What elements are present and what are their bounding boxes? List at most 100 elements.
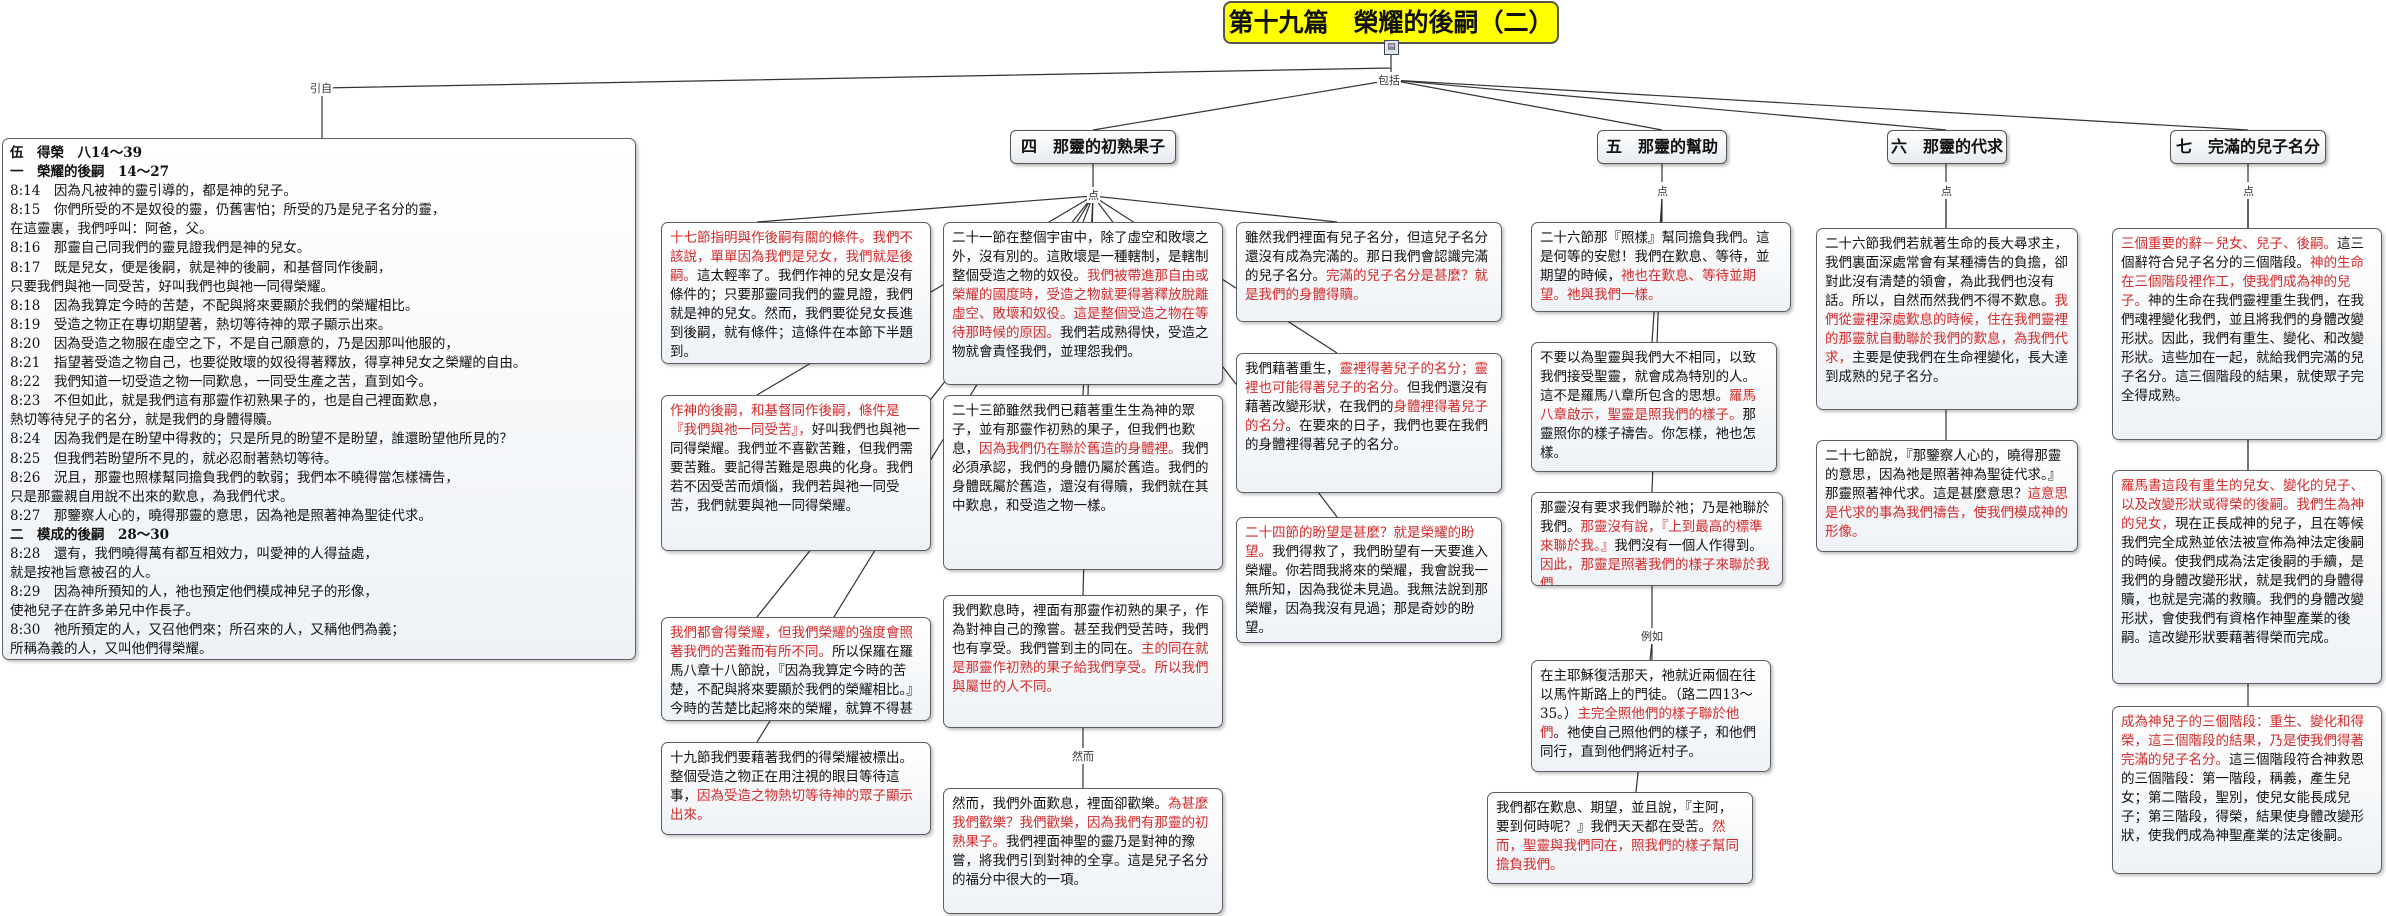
note-text: 神的生命在我們靈裡重生我們，在我們魂裡變化我們，並且將我們的身體改變形狀。因此，… [2121,293,2364,404]
note-text: 二十六節那『照樣』幫同擔負我們。這是何等的安慰！我們在歎息、等待，並期望的時候， [1540,230,1770,284]
note-text: 我們都在歎息、期望，並且說，『主阿，要到何時呢？』我們天天都在受苦。 [1496,800,1733,835]
note-text: 好叫我們也與祂一同得榮耀。我們並不喜歡苦難，但我們需要苦難。要記得苦難是恩典的化… [670,422,920,514]
note-text: 作神的後嗣，和基督同作後嗣，條件是『我們與祂一同受苦』， [670,403,900,438]
note-box-12: 二十六節那『照樣』幫同擔負我們。這是何等的安慰！我們在歎息、等待，並期望的時候，… [1531,222,1791,312]
note-text: 那靈沒有要求我們聯於祂；乃是祂聯於我們。 [1540,500,1770,535]
heading-full-sonship: 七 完滿的兒子名分 [2170,130,2326,164]
note-text: 二十四節的盼望是甚麼？就是榮耀的盼望。 [1245,525,1475,560]
note-box-10: 我們藉著重生，靈裡得著兒子的名分；靈裡也可能得著兒子的名分。但我們還沒有藉著改變… [1236,353,1502,493]
note-text: 這太輕率了。我們作神的兒女是沒有條件的；只要那靈同我們的靈見證，我們就是神的兒女… [670,268,913,360]
note-box-9: 雖然我們裡面有兒子名分，但這兒子名分還沒有成為完滿的。那日我們會認識完滿的兒子名… [1236,222,1502,322]
note-text: 那靈照你的樣子禱告。你怎樣，祂也怎樣。 [1540,407,1756,461]
scripture-line: 8:16 那靈自己同我們的靈見證我們是神的兒女。 [10,240,311,257]
note-text: 三個重要的辭－兒女、兒子、後嗣。 [2121,236,2337,252]
note-text: 雖然我們裡面有兒子名分，但這兒子名分還沒有成為完滿的。那日我們會認識完滿的兒子名… [1245,230,1488,284]
note-text: 。在要來的日子，我們也要在我們的身體裡得著兒子的名分。 [1245,418,1488,453]
note-icon: ▤ [1384,40,1399,55]
label-however: 然而 [1071,748,1095,764]
note-text: 羅馬八章啟示，聖靈是照我們的樣子。 [1540,388,1756,423]
note-text: 然而，我們外面歎息，裡面卻歡樂。 [952,796,1168,812]
scripture-line: 8:17 既是兒女，便是後嗣，就是神的後嗣，和基督同作後嗣， [10,259,392,276]
note-text: 神的生命在三個階段裡作工，使我們成為神的兒子。 [2121,255,2364,309]
note-box-20: 羅馬書這段有重生的兒女、變化的兒子、以及改變形狀或得榮的後嗣。我們生為神的兒女，… [2112,470,2382,684]
note-text: 十九節我們要藉著我們的得榮耀被標出。整個受造之物正在用注視的眼目等待這事， [670,750,913,804]
note-box-14: 那靈沒有要求我們聯於祂；乃是祂聯於我們。那靈沒有說，『上到最高的標準來聯於我。』… [1531,492,1783,586]
note-text: 我們歎息時，裡面有那靈作初熟的果子，作為對神自己的豫嘗。甚至我們受苦時，我們也有… [952,603,1209,657]
scripture-line: 8:24 因為我們是在盼望中得救的；只是所見的盼望不是盼望，誰還盼望他所見的？ [10,431,513,448]
note-text: 。祂使自己照他們的樣子，和他們同行，直到他們將近村子。 [1540,725,1756,760]
note-text: 成為神兒子的三個階段：重生、變化和得榮，這三個階段的結果，乃是使我們得著完滿的兒… [2121,714,2364,768]
note-text: 因此，那靈是照著我們的樣子來聯於我們。 [1540,557,1770,586]
note-box-1: 十七節指明與作後嗣有關的條件。我們不該說，單單因為我們是兒女，我們就是後嗣。這太… [661,222,931,364]
note-box-13: 不要以為聖靈與我們大不相同，以致我們接受聖靈，就會成為特別的人。這不是羅馬八章所… [1531,342,1777,472]
heading-help: 五 那靈的幫助 [1597,130,1727,164]
label-point-h6: 点 [1940,183,1953,199]
note-box-4: 十九節我們要藉著我們的得榮耀被標出。整個受造之物正在用注視的眼目等待這事，因為受… [661,742,931,835]
scripture-line: 8:29 因為神所預知的人，祂也預定他們模成神兒子的形像， [10,584,378,601]
note-box-8: 然而，我們外面歎息，裡面卻歡樂。為甚麼我們歡樂？我們歡樂，因為我們有那靈的初熟果… [943,788,1223,914]
scripture-line: 8:20 因為受造之物服在虛空之下，不是自己願意的，乃是因那叫他服的， [10,335,459,352]
note-text: 這三個階段符合神救恩的三個階段：第一階段，稱義，產生兒女；第二階段，聖別，使兒女… [2121,752,2364,844]
note-text: 我們裡面神聖的靈乃是對神的豫嘗，將我們引到對神的全享。這是兒子名分的福分中很大的… [952,834,1209,888]
note-text: 完滿的兒子名分是甚麼？就是我們的身體得贖。 [1245,268,1488,303]
note-text: 羅馬書這段有重生的兒女、變化的兒子、以及改變形狀或得榮的後嗣。我們生為神的兒女， [2121,478,2364,532]
label-example: 例如 [1640,628,1664,644]
scripture-line: 所稱為義的人，又叫他們得榮耀。 [10,641,213,658]
scripture-line: 8:26 況且，那靈也照樣幫同擔負我們的軟弱；我們本不曉得當怎樣禱告， [10,469,459,486]
note-box-21: 成為神兒子的三個階段：重生、變化和得榮，這三個階段的結果，乃是使我們得著完滿的兒… [2112,706,2382,874]
heading-firstfruits: 四 那靈的初熟果子 [1010,130,1176,164]
scripture-line: 就是按祂旨意被召的人。 [10,565,159,582]
note-box-6: 二十三節雖然我們已藉著重生生為神的眾子，並有那靈作初熟的果子，但我們也歎息，因為… [943,395,1223,570]
note-box-7: 我們歎息時，裡面有那靈作初熟的果子，作為對神自己的豫嘗。甚至我們受苦時，我們也有… [943,595,1223,728]
note-text: 二十七節說，『那鑒察人心的，曉得那靈的意思，因為祂是照著神為聖徒代求。』那靈照著… [1825,448,2062,502]
label-point-h7: 点 [2242,183,2255,199]
note-box-16: 我們都在歎息、期望，並且說，『主阿，要到何時呢？』我們天天都在受苦。然而，聖靈與… [1487,792,1753,884]
note-text: 這意思是代求的事為我們禱告，使我們模成神的形像。 [1825,486,2068,540]
scripture-line: 8:25 但我們若盼望所不見的，就必忍耐著熱切等待。 [10,450,338,467]
note-text: 主要是使我們在生命裡變化，長大達到成熟的兒子名分。 [1825,350,2068,385]
scripture-line: 一 榮耀的後嗣 14～27 [10,164,170,181]
note-box-3: 我們都會得榮耀，但我們榮耀的強度會照著我們的苦難而有所不同。所以保羅在羅馬八章十… [661,617,931,721]
note-text: 身體裡得著兒子的名分 [1245,399,1488,434]
note-text: 靈裡得著兒子的名分；靈裡也可能得著兒子的名分。 [1245,361,1488,396]
heading-intercession: 六 那靈的代求 [1887,130,2007,164]
note-text: 為甚麼我們歡樂？我們歡樂，因為我們有那靈的初熟果子。 [952,796,1209,850]
note-text: 我們若成熟得快，受造之物就會責怪我們，並理怨我們。 [952,325,1209,360]
scripture-line: 只要我們與祂一同受苦，好叫我們也與祂一同得榮耀。 [10,278,334,295]
note-text: 然而，聖靈與我們同在，照我們的樣子幫同擔負我們。 [1496,819,1739,873]
note-text: 現在正長成神的兒子，且在等候我們完全成熟並依法被宣佈為神法定後嗣的時候。使我們成… [2121,516,2364,646]
scripture-line: 二 模成的後嗣 28～30 [10,526,170,543]
note-text: 因為受造之物熱切等待神的眾子顯示出來。 [670,788,913,823]
note-text: 二十一節在整個宇宙中，除了虛空和敗壞之外，沒有別的。這敗壞是一種轄制，是轄制整個… [952,230,1209,284]
note-text: 我們必須承認，我們的身體仍屬於舊造。我們的身體既屬於舊造，還沒有得贖，我們就在其… [952,441,1209,514]
scripture-line: 8:27 那鑒察人心的，曉得那靈的意思，因為祂是照著神為聖徒代求。 [10,507,432,524]
note-text: 主完全照他們的樣子聯於他們 [1540,706,1740,741]
note-text: 我們藉著重生， [1245,361,1340,377]
scripture-line: 只是那靈親自用說不出來的歎息，為我們代求。 [10,488,294,505]
scripture-line: 使祂兒子在許多弟兄中作長子。 [10,603,199,620]
note-box-5: 二十一節在整個宇宙中，除了虛空和敗壞之外，沒有別的。這敗壞是一種轄制，是轄制整個… [943,222,1223,385]
scripture-line: 在這靈裏，我們呼叫：阿爸，父。 [10,221,213,238]
note-box-15: 在主耶穌復活那天，祂就近兩個在往以馬忤斯路上的門徒。（路二四13～35。）主完全… [1531,660,1771,772]
label-quote: 引自 [309,80,333,96]
scripture-line: 8:28 還有，我們曉得萬有都互相效力，叫愛神的人得益處， [10,545,378,562]
scripture-line: 熱切等待兒子的名分，就是我們的身體得贖。 [10,412,280,429]
note-box-2: 作神的後嗣，和基督同作後嗣，條件是『我們與祂一同受苦』，好叫我們也與祂一同得榮耀… [661,395,931,551]
scripture-line: 8:18 因為我算定今時的苦楚，不配與將來要顯於我們的榮耀相比。 [10,297,419,314]
scripture-line: 8:19 受造之物正在專切期望著，熱切等待神的眾子顯示出來。 [10,316,392,333]
note-text: 但我們還沒有藉著改變形狀，在我們的 [1245,380,1488,415]
note-box-18: 二十七節說，『那鑒察人心的，曉得那靈的意思，因為祂是照著神為聖徒代求。』那靈照著… [1816,440,2078,552]
note-text: 祂也在歎息、等待並期望。祂與我們一樣。 [1540,268,1756,303]
note-text: 二十六節我們若就著生命的長大尋求主，我們裏面深處常會有某種禱告的負擔，卻對此沒有… [1825,236,2068,309]
note-text: 主的同在就是那靈作初熟的果子給我們享受。所以我們與屬世的人不同。 [952,641,1209,695]
scripture-line: 8:15 你們所受的不是奴役的靈，仍舊害怕；所受的乃是兒子名分的靈， [10,202,446,219]
page-title: 第十九篇 榮耀的後嗣（二） [1223,1,1559,44]
scripture-line: 8:21 指望著受造之物自己，也要從敗壞的奴役得著釋放，得享神兒女之榮耀的自由。 [10,355,527,372]
note-box-17: 二十六節我們若就著生命的長大尋求主，我們裏面深處常會有某種禱告的負擔，卻對此沒有… [1816,228,2078,410]
note-text: 因為我們仍在聯於舊造的身體裡。 [979,441,1182,457]
scripture-line: 8:22 我們知道一切受造之物一同歎息，一同受生產之苦，直到如今。 [10,374,432,391]
scripture-line: 伍 得榮 八14～39 [10,145,143,161]
note-text: 我們得救了，我們盼望有一天要進入榮耀。你若問我將來的榮耀，我會說我一無所知，因為… [1245,544,1488,636]
note-text: 那靈沒有說，『上到最高的標準來聯於我。』 [1540,519,1763,554]
